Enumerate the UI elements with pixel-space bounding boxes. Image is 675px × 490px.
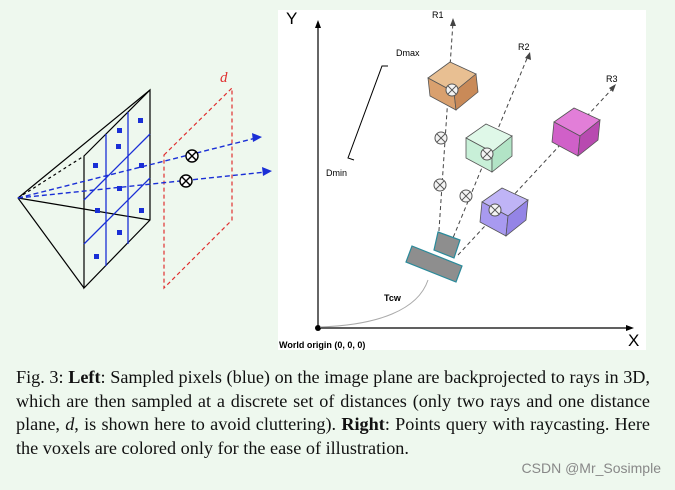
ray-sample-crosses bbox=[435, 85, 500, 215]
distance-plane-label: d bbox=[220, 70, 228, 86]
figure-number: Fig. 3: bbox=[16, 367, 64, 387]
x-axis-arrow bbox=[626, 325, 634, 331]
caption-d-symbol: d bbox=[65, 414, 75, 434]
y-axis-arrow bbox=[315, 20, 321, 28]
camera-icon bbox=[405, 231, 463, 283]
distance-plane bbox=[163, 86, 233, 290]
voxel-purple bbox=[479, 187, 529, 237]
voxel-orange bbox=[427, 61, 479, 111]
left-figure: d bbox=[17, 70, 272, 290]
voxel-green bbox=[465, 123, 513, 173]
sampled-pixels bbox=[93, 118, 144, 259]
ray-arrowhead bbox=[252, 133, 262, 142]
caption-left-term: Left bbox=[68, 367, 101, 387]
caption-left-text: : Sampled pixels (blue) on the image pla… bbox=[16, 367, 650, 434]
world-origin-point bbox=[315, 325, 321, 331]
caption-left-text-end: , is shown here to avoid cluttering). bbox=[74, 414, 342, 434]
caption-right-term: Right bbox=[341, 414, 385, 434]
sample-point bbox=[185, 149, 199, 163]
pixel-grid bbox=[83, 112, 151, 266]
y-axis-label: Y bbox=[286, 10, 297, 28]
ray-label-r1: R1 bbox=[432, 10, 444, 20]
depth-range-bracket bbox=[347, 65, 388, 161]
ray-r2-arrow bbox=[525, 52, 531, 60]
right-figure: Y X World origin (0, 0, 0) Tcw R1 R2 R3 … bbox=[279, 10, 639, 350]
ray-arrowhead bbox=[262, 167, 272, 176]
ray-r1-arrow bbox=[450, 18, 456, 26]
right-figure-panel: Y X World origin (0, 0, 0) Tcw R1 R2 R3 … bbox=[278, 10, 646, 350]
rays bbox=[17, 137, 267, 199]
dmax-label: Dmax bbox=[396, 48, 420, 58]
camera-trajectory bbox=[319, 279, 429, 328]
ray-r3-arrow bbox=[609, 84, 616, 92]
voxel-magenta bbox=[551, 107, 601, 157]
camera-label: Tcw bbox=[384, 293, 402, 303]
dmin-label: Dmin bbox=[326, 168, 347, 178]
figure-caption: Fig. 3: Left: Sampled pixels (blue) on t… bbox=[16, 366, 650, 460]
world-origin-label: World origin (0, 0, 0) bbox=[279, 340, 365, 350]
ray-label-r2: R2 bbox=[518, 42, 530, 52]
watermark: CSDN @Mr_Sosimple bbox=[521, 460, 661, 476]
axes bbox=[317, 24, 630, 329]
ray-label-r3: R3 bbox=[606, 74, 618, 84]
sample-point bbox=[179, 174, 193, 188]
x-axis-label: X bbox=[628, 331, 639, 350]
caption-right-text: : Points query with raycasting. Here the… bbox=[16, 414, 650, 458]
